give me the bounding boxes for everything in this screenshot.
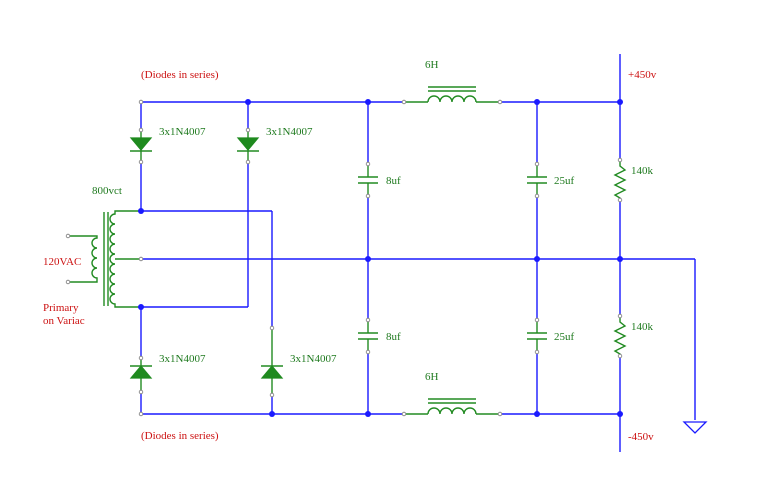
primary-voltage-label: 120VAC (43, 256, 81, 268)
primary-note-line1: Primary (43, 302, 79, 314)
res-label-bottom: 140k (631, 321, 654, 333)
minus-rail-label: -450v (628, 431, 654, 443)
diodes-note-top: (Diodes in series) (141, 69, 219, 81)
transformer-icon (68, 210, 141, 308)
diode-icon (260, 330, 284, 395)
diode-icon (129, 130, 153, 160)
component-gaps (133, 128, 628, 392)
inductor-icon (404, 86, 500, 103)
cap-label-top-1: 8uf (386, 175, 401, 187)
resistor-icon (613, 316, 627, 356)
choke-label-top: 6H (425, 59, 439, 71)
diode-icon (129, 360, 153, 390)
diode-label-top-right: 3x1N4007 (266, 126, 313, 138)
wiring (140, 54, 696, 452)
diode-icon (236, 130, 260, 160)
transformer-label: 800vct (92, 185, 122, 197)
diode-label-top-left: 3x1N4007 (159, 126, 206, 138)
cap-label-bottom-2: 25uf (554, 331, 575, 343)
ground-icon (682, 421, 708, 434)
diode-label-bottom-right: 3x1N4007 (290, 353, 337, 365)
choke-label-bottom: 6H (425, 371, 439, 383)
diodes-note-bottom: (Diodes in series) (141, 430, 219, 442)
junction-nodes (138, 99, 623, 417)
pin-dots (65, 99, 623, 417)
cap-label-bottom-1: 8uf (386, 331, 401, 343)
cap-label-top-2: 25uf (554, 175, 575, 187)
diode-label-bottom-left: 3x1N4007 (159, 353, 206, 365)
inductor-icon (404, 398, 500, 415)
resistor-icon (613, 160, 627, 200)
primary-note-line2: on Variac (43, 315, 85, 327)
plus-rail-label: +450v (628, 69, 657, 81)
res-label-top: 140k (631, 165, 654, 177)
